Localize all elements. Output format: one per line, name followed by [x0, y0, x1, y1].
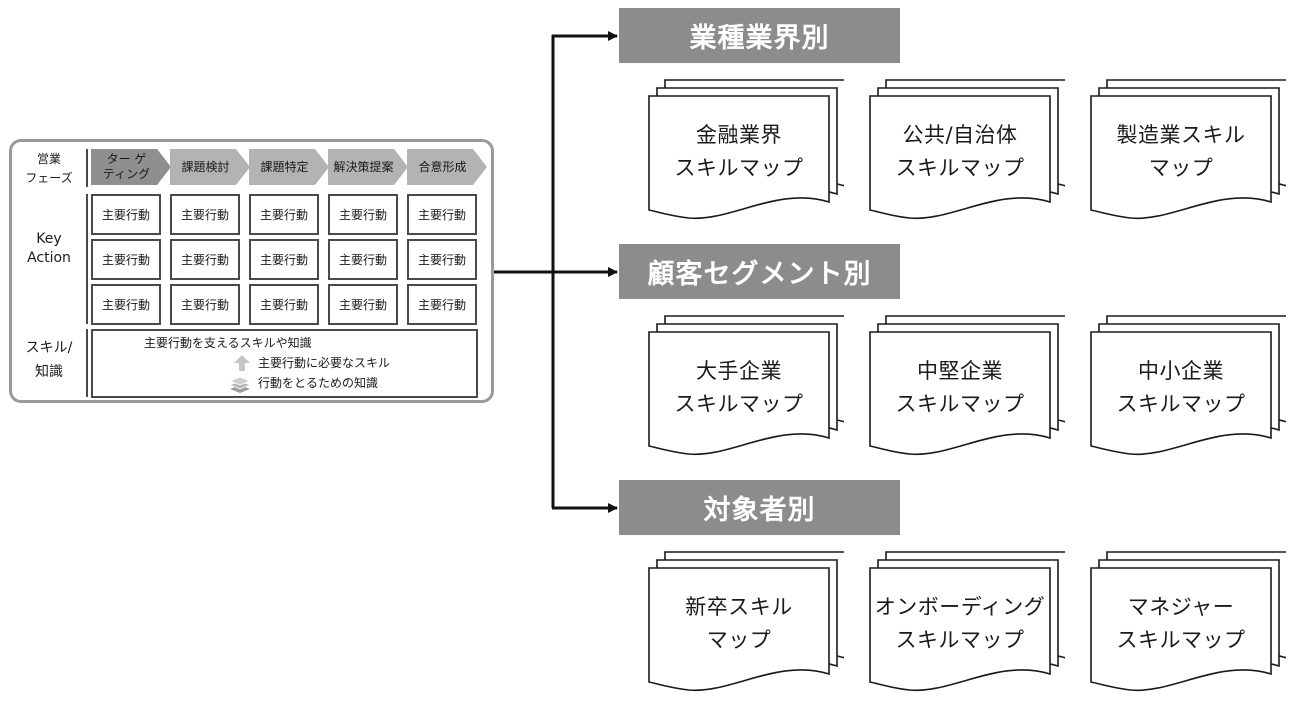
row-label-phase: 営業 フェーズ: [25, 152, 73, 185]
key-action-cell: 主要行動: [170, 284, 240, 325]
row-label-key-action: Key Action: [27, 231, 71, 266]
arrow-up-icon: [234, 355, 250, 371]
document-sheet: [869, 331, 1051, 456]
key-action-cell: 主要行動: [407, 194, 477, 235]
document-sheet: [869, 95, 1051, 220]
skill-map-document-stack: 中小企業 スキルマップ: [1090, 315, 1286, 457]
key-action-cell: 主要行動: [170, 239, 240, 280]
key-action-cell: 主要行動: [328, 239, 398, 280]
document-sheet: [1090, 331, 1272, 456]
skill-map-label: 金融業界 スキルマップ: [674, 123, 804, 180]
skill-map-document-stack: 公共/自治体 スキルマップ: [869, 79, 1065, 221]
category-header-customer-segment: 顧客セグメント別: [619, 244, 900, 299]
key-action-cell: 主要行動: [249, 194, 319, 235]
key-action-cell: 主要行動: [91, 284, 161, 325]
skill-map-label: 中堅企業 スキルマップ: [895, 359, 1025, 416]
phase-solution-proposal: 解決策提案: [328, 149, 408, 185]
skill-knowledge-box: 主要行動を支えるスキルや知識 主要行動に必要なスキル 行動をとるための知識: [91, 329, 478, 398]
skill-map-label: マネジャー スキルマップ: [1116, 595, 1246, 652]
skill-map-label: 大手企業 スキルマップ: [674, 359, 804, 416]
skill-map-document-stack: オンボーディング スキルマップ: [869, 551, 1065, 693]
category-header-industry: 業種業界別: [619, 8, 900, 63]
document-sheet: [648, 567, 830, 692]
phase-issue-review: 課題検討: [170, 149, 250, 185]
key-action-cell: 主要行動: [328, 194, 398, 235]
phase-targeting: ター ゲ ティング: [91, 149, 171, 185]
skill-map-label: 製造業スキル マップ: [1116, 123, 1246, 180]
key-action-cell: 主要行動: [91, 194, 161, 235]
key-action-cell: 主要行動: [91, 239, 161, 280]
key-action-cell: 主要行動: [407, 239, 477, 280]
skill-box-title: 主要行動を支えるスキルや知識: [144, 336, 312, 350]
key-action-cell: 主要行動: [328, 284, 398, 325]
skill-map-label: オンボーディング スキルマップ: [874, 595, 1046, 652]
document-sheet: [1090, 567, 1272, 692]
skill-map-label: 公共/自治体 スキルマップ: [895, 123, 1025, 180]
row-divider: [86, 149, 88, 187]
document-sheet: [1090, 95, 1272, 220]
skill-map-document-stack: 金融業界 スキルマップ: [648, 79, 844, 221]
skill-map-label: 中小企業 スキルマップ: [1116, 359, 1246, 416]
skill-box-skill-line: 主要行動に必要なスキル: [258, 356, 391, 370]
book-stack-icon: [228, 376, 252, 393]
skill-map-document-stack: 製造業スキル マップ: [1090, 79, 1286, 221]
phase-issue-identification: 課題特定: [249, 149, 329, 185]
skill-box-knowledge-line: 行動をとるための知識: [258, 376, 379, 390]
phase-agreement: 合意形成: [407, 149, 487, 185]
skill-map-document-stack: マネジャー スキルマップ: [1090, 551, 1286, 693]
category-header-target-person: 対象者別: [619, 480, 900, 535]
row-divider: [86, 194, 88, 324]
key-action-cell: 主要行動: [249, 284, 319, 325]
key-action-cell: 主要行動: [407, 284, 477, 325]
skill-map-label: 新卒スキル マップ: [685, 595, 793, 652]
document-sheet: [648, 95, 830, 220]
document-sheet: [648, 331, 830, 456]
document-sheet: [869, 567, 1051, 692]
skill-map-document-stack: 新卒スキル マップ: [648, 551, 844, 693]
row-divider: [86, 329, 88, 397]
key-action-cell: 主要行動: [249, 239, 319, 280]
key-action-cell: 主要行動: [170, 194, 240, 235]
skill-map-document-stack: 大手企業 スキルマップ: [648, 315, 844, 457]
sales-framework-card: 営業 フェーズ Key Action スキル/ 知識 ター ゲ ティング 課題検…: [9, 139, 494, 403]
row-label-skill: スキル/ 知識: [25, 340, 73, 380]
skill-map-document-stack: 中堅企業 スキルマップ: [869, 315, 1065, 457]
